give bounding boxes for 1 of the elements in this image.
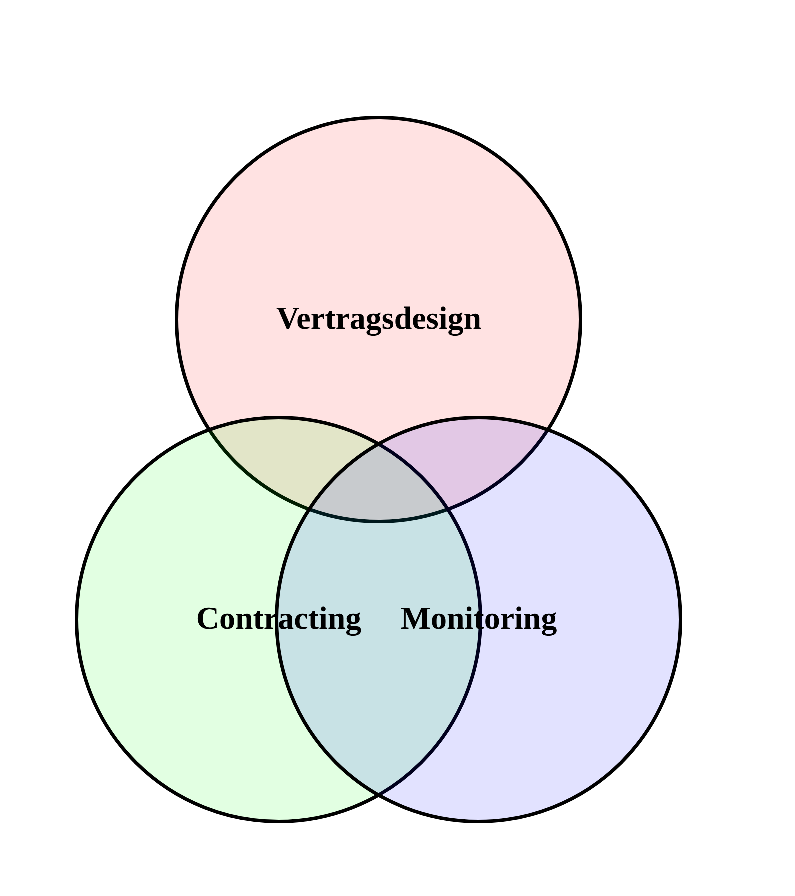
set-label: Vertragsdesign [276, 300, 482, 336]
